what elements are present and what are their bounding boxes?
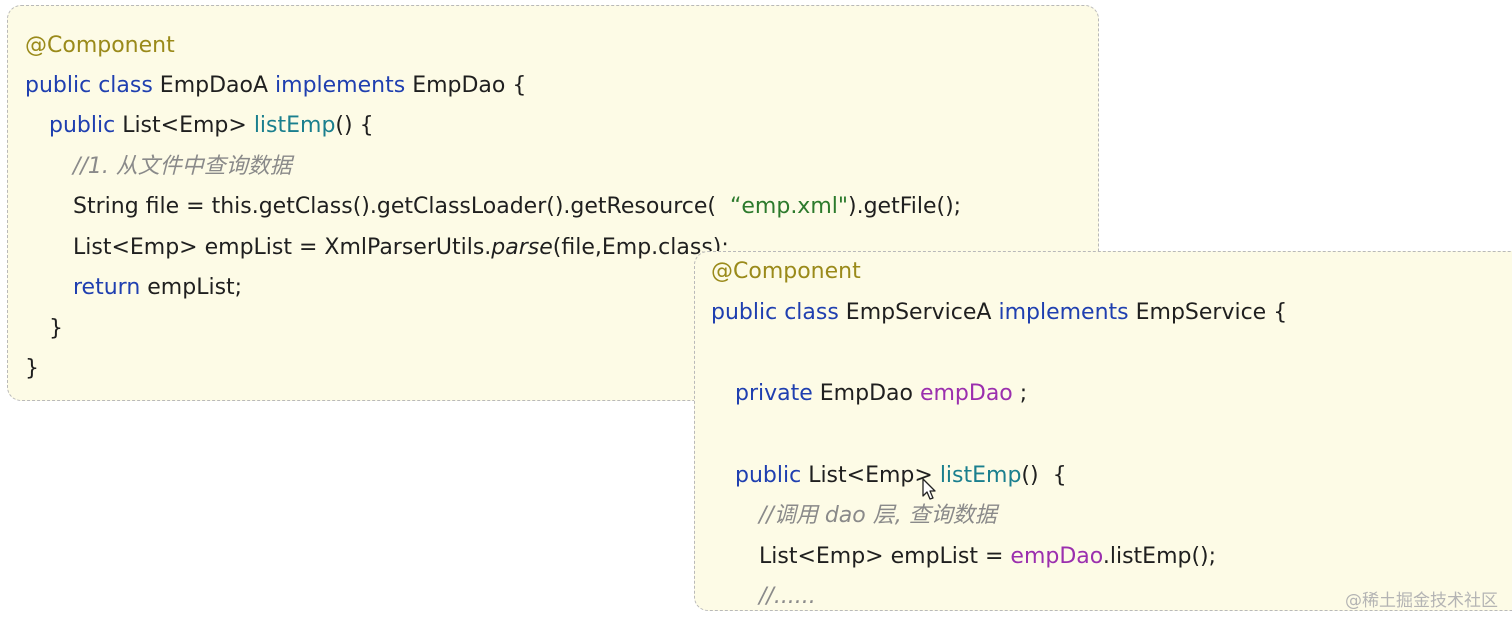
- code-text-token: ).getFile();: [848, 194, 962, 219]
- string-literal-token: “emp.xml": [729, 194, 848, 219]
- code-line: public class EmpDaoA implements EmpDao {: [25, 71, 526, 101]
- code-line: @Component: [711, 257, 861, 287]
- annotation-token: @Component: [711, 259, 861, 284]
- code-line: @Component: [25, 31, 175, 61]
- comment-token: //......: [759, 584, 816, 609]
- keyword-token: implements: [998, 300, 1136, 325]
- keyword-token: public: [25, 73, 99, 98]
- code-line: //......: [759, 582, 816, 612]
- code-text-token: .listEmp();: [1102, 544, 1217, 569]
- code-line: }: [49, 314, 63, 344]
- code-text-token: }: [49, 316, 63, 341]
- code-text-token: EmpServiceA: [845, 300, 999, 325]
- method-name-token: listEmp: [939, 463, 1022, 488]
- code-text-token: List<Emp> empList = XmlParserUtils.: [73, 235, 492, 260]
- code-card-emp-dao: @Component public class EmpDaoA implemen…: [7, 5, 1099, 401]
- code-line: private EmpDao empDao ;: [735, 379, 1027, 409]
- code-text-token: String file = this.getClass().getClassLo…: [73, 194, 730, 219]
- code-line: }: [25, 354, 39, 384]
- static-method-token: parse: [491, 235, 553, 260]
- code-line: return empList;: [73, 273, 242, 303]
- code-text-token: EmpDao {: [412, 73, 527, 98]
- code-text-token: EmpService {: [1135, 300, 1288, 325]
- code-text-token: EmpDao: [819, 381, 920, 406]
- code-text-token: EmpDaoA: [159, 73, 276, 98]
- keyword-token: private: [735, 381, 820, 406]
- code-line: String file = this.getClass().getClassLo…: [73, 192, 961, 222]
- code-text-token: () {: [335, 113, 374, 138]
- code-text-token: }: [25, 356, 39, 381]
- annotation-token: @Component: [25, 33, 175, 58]
- code-text-token: empList;: [147, 275, 243, 300]
- comment-token: //调用 dao 层, 查询数据: [759, 503, 997, 528]
- code-card-emp-service: @Component public class EmpServiceA impl…: [694, 251, 1512, 611]
- code-line: public class EmpServiceA implements EmpS…: [711, 298, 1287, 328]
- code-text-token: List<Emp> empList =: [759, 544, 1011, 569]
- method-name-token: listEmp: [253, 113, 336, 138]
- keyword-token: implements: [275, 73, 413, 98]
- code-line: //1. 从文件中查询数据: [73, 152, 292, 182]
- keyword-token: public: [735, 463, 809, 488]
- watermark-text: @稀土掘金技术社区: [1345, 591, 1498, 611]
- code-text-token: ;: [1012, 381, 1028, 406]
- code-line: List<Emp> empList = empDao.listEmp();: [759, 542, 1216, 572]
- keyword-token: class: [784, 300, 846, 325]
- keyword-token: return: [73, 275, 148, 300]
- code-line: public List<Emp> listEmp() {: [49, 111, 374, 141]
- comment-token: //1. 从文件中查询数据: [73, 154, 292, 179]
- keyword-token: class: [98, 73, 160, 98]
- code-line: //调用 dao 层, 查询数据: [759, 501, 997, 531]
- field-token: empDao: [1010, 544, 1103, 569]
- code-line: List<Emp> empList = XmlParserUtils.parse…: [73, 233, 729, 263]
- mouse-pointer-icon: [922, 478, 936, 500]
- code-line: public List<Emp> listEmp() {: [735, 461, 1067, 491]
- keyword-token: public: [49, 113, 123, 138]
- keyword-token: public: [711, 300, 785, 325]
- field-token: empDao: [919, 381, 1013, 406]
- code-text-token: List<Emp>: [808, 463, 940, 488]
- code-text-token: () {: [1021, 463, 1067, 488]
- code-text-token: List<Emp>: [122, 113, 254, 138]
